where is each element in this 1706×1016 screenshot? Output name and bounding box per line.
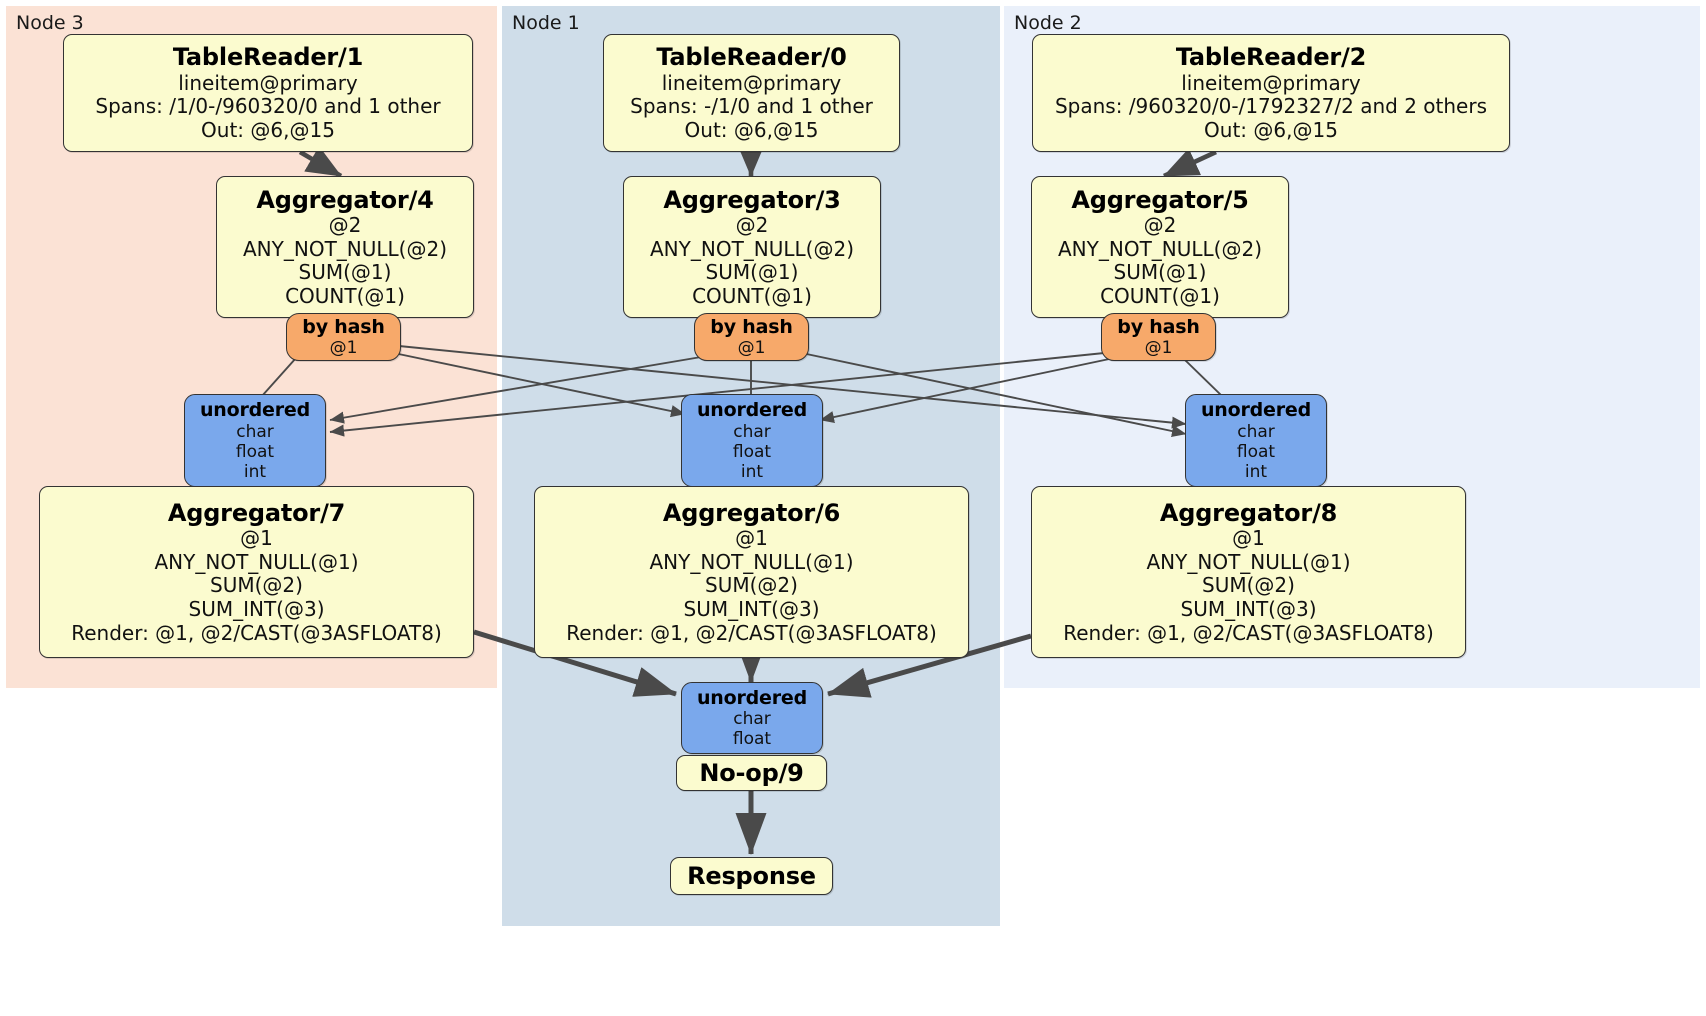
box-line: char	[733, 709, 771, 730]
box-title: TableReader/2	[1175, 43, 1367, 72]
box-tablereader-1[interactable]: TableReader/1 lineitem@primary Spans: /1…	[63, 34, 473, 152]
box-line: ANY_NOT_NULL(@1)	[1146, 549, 1351, 574]
box-aggregator-7[interactable]: Aggregator/7 @1 ANY_NOT_NULL(@1) SUM(@2)…	[39, 486, 474, 658]
box-line: int	[740, 461, 764, 482]
box-title: TableReader/0	[656, 43, 847, 72]
box-line: Spans: -/1/0 and 1 other	[630, 94, 873, 119]
box-by-hash-center[interactable]: by hash @1	[694, 313, 809, 361]
box-tablereader-2[interactable]: TableReader/2 lineitem@primary Spans: /9…	[1032, 34, 1510, 152]
box-line: @1	[329, 338, 358, 359]
box-aggregator-5[interactable]: Aggregator/5 @2 ANY_NOT_NULL(@2) SUM(@1)…	[1031, 176, 1289, 318]
box-line: Out: @6,@15	[201, 117, 335, 142]
box-noop-9[interactable]: No-op/9	[676, 755, 827, 791]
box-line: COUNT(@1)	[285, 283, 405, 308]
box-title: Response	[687, 861, 816, 890]
box-line: Render: @1, @2/CAST(@3ASFLOAT8)	[1063, 620, 1434, 645]
box-line: SUM(@2)	[1202, 573, 1295, 598]
box-title: by hash	[302, 315, 385, 338]
box-line: SUM(@1)	[298, 260, 392, 285]
box-title: Aggregator/4	[256, 185, 434, 214]
box-line: @1	[737, 338, 766, 359]
box-line: float	[1236, 441, 1276, 462]
box-line: ANY_NOT_NULL(@1)	[649, 549, 854, 574]
box-title: by hash	[710, 315, 793, 338]
box-by-hash-left[interactable]: by hash @1	[286, 313, 401, 361]
box-line: ANY_NOT_NULL(@2)	[243, 236, 447, 261]
box-line: float	[235, 441, 275, 462]
box-line: SUM(@2)	[210, 573, 303, 598]
box-title: Aggregator/6	[662, 498, 841, 527]
box-line: lineitem@primary	[1181, 70, 1361, 95]
box-unordered-left[interactable]: unordered char float int	[184, 394, 326, 487]
box-line: float	[732, 729, 772, 750]
box-line: SUM_INT(@3)	[683, 596, 820, 621]
box-by-hash-right[interactable]: by hash @1	[1101, 313, 1216, 361]
box-line: Out: @6,@15	[684, 117, 819, 142]
box-line: @2	[735, 212, 769, 237]
box-line: SUM(@1)	[705, 260, 799, 285]
box-title: Aggregator/7	[167, 498, 346, 527]
box-line: char	[733, 421, 771, 442]
box-line: ANY_NOT_NULL(@2)	[1058, 236, 1262, 261]
box-line: lineitem@primary	[661, 70, 842, 95]
box-tablereader-0[interactable]: TableReader/0 lineitem@primary Spans: -/…	[603, 34, 900, 152]
box-title: unordered	[696, 686, 808, 709]
box-line: Spans: /960320/0-/1792327/2 and 2 others	[1054, 94, 1487, 119]
box-line: SUM(@2)	[705, 573, 798, 598]
region-node-3-label: Node 3	[16, 12, 84, 34]
box-line: Render: @1, @2/CAST(@3ASFLOAT8)	[71, 620, 442, 645]
box-title: Aggregator/8	[1159, 498, 1338, 527]
box-line: @2	[328, 212, 362, 237]
region-node-2-label: Node 2	[1014, 12, 1082, 34]
box-line: @1	[240, 526, 273, 551]
box-line: char	[1237, 421, 1275, 442]
box-title: by hash	[1117, 315, 1200, 338]
box-unordered-final[interactable]: unordered char float	[681, 682, 823, 754]
box-title: unordered	[1200, 399, 1312, 422]
box-line: ANY_NOT_NULL(@2)	[650, 236, 854, 261]
box-aggregator-6[interactable]: Aggregator/6 @1 ANY_NOT_NULL(@1) SUM(@2)…	[534, 486, 969, 658]
box-line: @1	[1144, 338, 1173, 359]
box-aggregator-4[interactable]: Aggregator/4 @2 ANY_NOT_NULL(@2) SUM(@1)…	[216, 176, 474, 318]
region-node-1-label: Node 1	[512, 12, 580, 34]
box-line: int	[243, 461, 267, 482]
box-line: @1	[735, 526, 768, 551]
box-title: Aggregator/5	[1071, 185, 1249, 214]
box-unordered-right[interactable]: unordered char float int	[1185, 394, 1327, 487]
box-aggregator-3[interactable]: Aggregator/3 @2 ANY_NOT_NULL(@2) SUM(@1)…	[623, 176, 881, 318]
box-line: @2	[1143, 212, 1177, 237]
box-title: unordered	[696, 399, 808, 422]
box-line: COUNT(@1)	[1100, 283, 1220, 308]
box-line: Out: @6,@15	[1204, 117, 1338, 142]
box-line: SUM(@1)	[1113, 260, 1207, 285]
box-title: Aggregator/3	[663, 185, 841, 214]
box-line: @1	[1232, 526, 1265, 551]
box-line: SUM_INT(@3)	[188, 596, 325, 621]
box-line: lineitem@primary	[178, 70, 358, 95]
box-response[interactable]: Response	[670, 857, 833, 895]
box-aggregator-8[interactable]: Aggregator/8 @1 ANY_NOT_NULL(@1) SUM(@2)…	[1031, 486, 1466, 658]
box-line: float	[732, 441, 772, 462]
box-line: Render: @1, @2/CAST(@3ASFLOAT8)	[566, 620, 937, 645]
box-title: TableReader/1	[172, 43, 364, 72]
box-unordered-center[interactable]: unordered char float int	[681, 394, 823, 487]
box-title: unordered	[199, 399, 311, 422]
box-line: COUNT(@1)	[692, 283, 812, 308]
box-line: int	[1244, 461, 1268, 482]
box-line: ANY_NOT_NULL(@1)	[154, 549, 359, 574]
box-line: SUM_INT(@3)	[1180, 596, 1317, 621]
box-line: char	[236, 421, 274, 442]
box-line: Spans: /1/0-/960320/0 and 1 other	[95, 94, 441, 119]
box-title: No-op/9	[699, 758, 804, 787]
